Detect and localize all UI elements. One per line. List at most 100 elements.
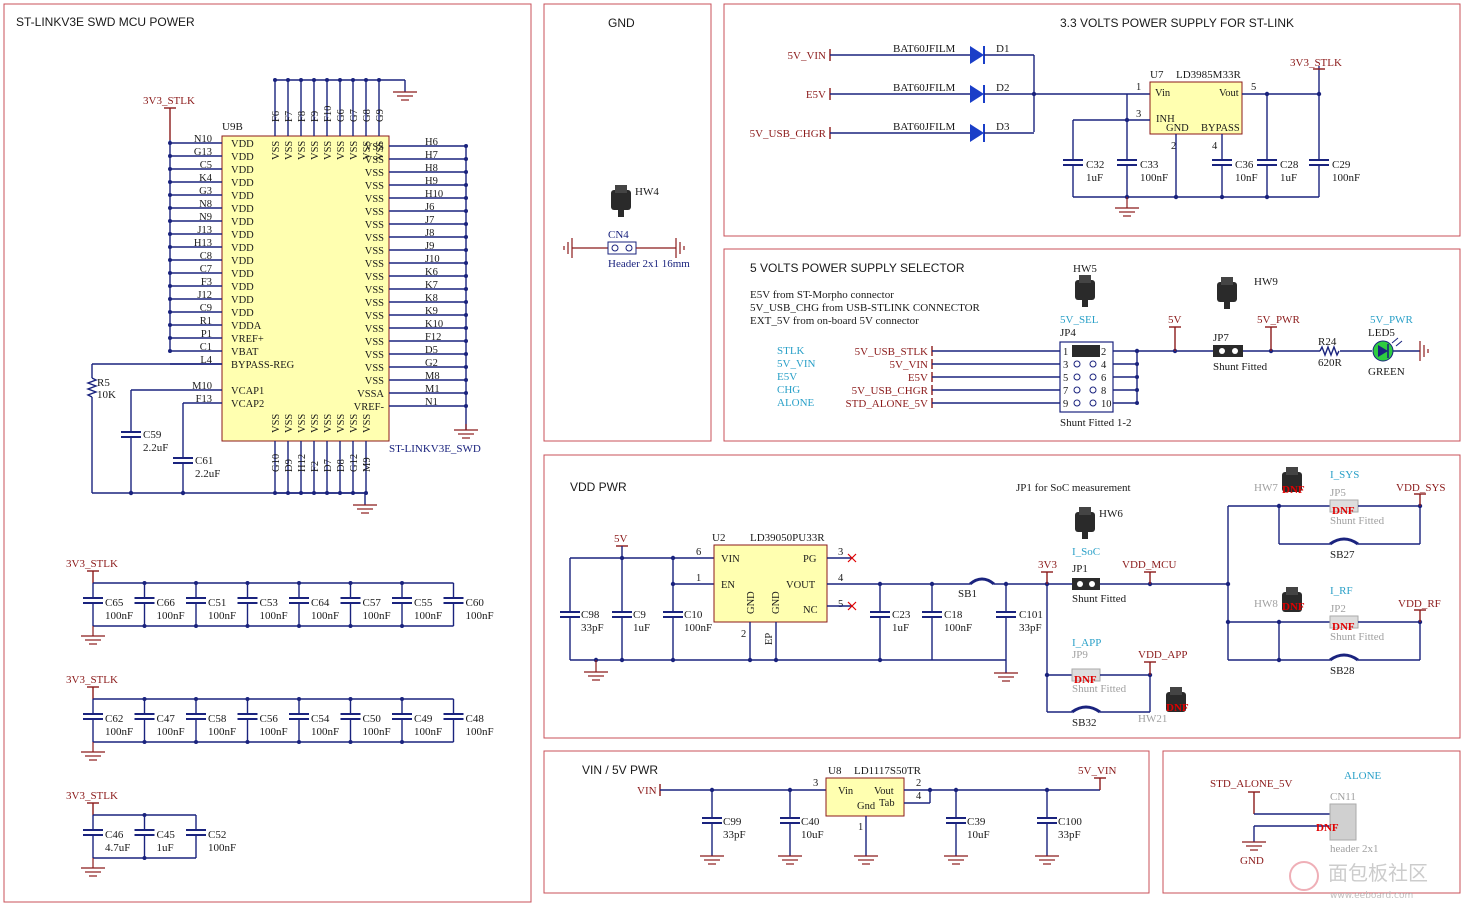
r5-ref: R5 xyxy=(97,377,110,389)
frame-5v-selector xyxy=(723,248,1461,442)
u9b-pin-name: VSS xyxy=(271,414,282,433)
u2-pin-ep: EP xyxy=(764,633,775,645)
cn11-desc: header 2x1 xyxy=(1330,843,1379,855)
cap-val: 100nF xyxy=(208,610,236,622)
u9b-pin-name: VREF- xyxy=(354,402,385,413)
cap-val: 100nF xyxy=(105,726,133,738)
u7-name: LD3985M33R xyxy=(1176,69,1241,81)
jp4-pin-num: 8 xyxy=(1101,386,1106,397)
u8-pin-vin: Vin xyxy=(838,786,854,797)
u2-pin-pg: PG xyxy=(803,554,817,565)
u9b-pin-name: VSS xyxy=(365,324,384,335)
u8-pin-tab: Tab xyxy=(879,798,895,809)
cap-val: 33pF xyxy=(1058,829,1081,841)
cap-val: 100nF xyxy=(260,610,288,622)
diode-input-net: 5V_USB_CHGR xyxy=(750,128,827,140)
u9b-pin-num: F6 xyxy=(271,111,282,122)
u9b-pin-name: VDD xyxy=(231,178,254,189)
cap-val: 100nF xyxy=(944,622,972,634)
net-vdd-mcu: VDD_MCU xyxy=(1122,559,1176,571)
u9b-pin-num: H7 xyxy=(425,150,438,161)
u9b-pin-name: VSS xyxy=(362,414,373,433)
cn4-ref: CN4 xyxy=(608,229,629,241)
net-3v3-stlk-decoup: 3V3_STLK xyxy=(66,558,118,570)
cn11-dnf: DNF xyxy=(1316,822,1339,834)
u7-body xyxy=(1149,81,1243,135)
u9b-pin-num: C9 xyxy=(200,303,212,314)
title-vin-5v-pwr: VIN / 5V PWR xyxy=(582,763,658,777)
u9b-pin-name: VSS xyxy=(310,414,321,433)
cap-ref: C55 xyxy=(414,597,433,609)
gnd-mcu-top xyxy=(393,91,417,101)
net-gnd-alone: GND xyxy=(1240,855,1264,867)
diode-ref: D2 xyxy=(996,82,1009,94)
u9b-pin-name: VSS xyxy=(365,298,384,309)
jp4-pin-num: 1 xyxy=(1063,347,1068,358)
u9b-pin-num: K7 xyxy=(425,280,438,291)
hw21-ref: HW21 xyxy=(1138,713,1167,725)
u9b-pin-name: VSS xyxy=(310,141,321,160)
sb28-bridge xyxy=(1329,653,1359,662)
jp4-pin-num: 2 xyxy=(1101,347,1106,358)
cap-val: 100nF xyxy=(208,726,236,738)
cap-val: 4.7uF xyxy=(105,842,130,854)
net-vdd-sys: VDD_SYS xyxy=(1396,482,1446,494)
u9b-pin-num: G10 xyxy=(271,454,282,472)
cap-val: 33pF xyxy=(581,622,604,634)
u9b-pin-name: VDD xyxy=(231,308,254,319)
i-soc: I_SoC xyxy=(1072,546,1100,558)
hw7-ref: HW7 xyxy=(1254,482,1278,494)
net-vdd-app: VDD_APP xyxy=(1138,649,1188,661)
cap-val: 1uF xyxy=(892,622,909,634)
net-3v3-stlk-decoup: 3V3_STLK xyxy=(66,674,118,686)
u9b-pin-num: R1 xyxy=(200,316,212,327)
frame-vdd-pwr xyxy=(543,454,1461,739)
u9b-pin-num: G3 xyxy=(199,186,212,197)
u9b-pin-num: F9 xyxy=(310,111,321,122)
c59-ref: C59 xyxy=(143,429,162,441)
u7-pin-inh: INH xyxy=(1156,114,1175,125)
u8-pin1: 1 xyxy=(858,822,863,833)
jp9-dnf: DNF xyxy=(1074,674,1097,686)
cap-ref: C52 xyxy=(208,829,226,841)
u2-pin-vin: VIN xyxy=(721,554,740,565)
u7-pin3: 3 xyxy=(1136,109,1141,120)
u9b-pin-num: L4 xyxy=(200,355,212,366)
u2-pin6: 6 xyxy=(696,547,701,558)
u2-name: LD39050PU33R xyxy=(750,532,825,544)
u9b-pin-num: G7 xyxy=(349,109,360,122)
diode-D2 xyxy=(970,85,984,103)
r5-resistor xyxy=(86,377,98,398)
cap-val: 1uF xyxy=(157,842,174,854)
diode-part: BAT60JFILM xyxy=(893,121,956,133)
alone-label: ALONE xyxy=(1344,770,1382,782)
cap-val: 100nF xyxy=(363,726,391,738)
u8-name: LD1117S50TR xyxy=(854,765,922,777)
u9b-pin-name: VREF+ xyxy=(231,334,264,345)
jp4-net: 5V_SEL xyxy=(1060,314,1099,326)
cap-val: 10uF xyxy=(801,829,824,841)
u8-pin4: 4 xyxy=(916,791,922,802)
u9b-pin-num: D5 xyxy=(425,345,438,356)
hw21-jumper-cap-icon xyxy=(1166,687,1186,712)
jp1-note: JP1 for SoC measurement xyxy=(1016,482,1131,494)
cap-ref: C18 xyxy=(944,609,963,621)
cap-ref: C57 xyxy=(363,597,382,609)
u2-pin-nc: NC xyxy=(803,605,818,616)
frame-mcu-power xyxy=(3,3,532,903)
cap-ref: C47 xyxy=(157,713,176,725)
r24-ref: R24 xyxy=(1318,336,1337,348)
jp1-jumper xyxy=(1072,578,1100,590)
i-sys: I_SYS xyxy=(1330,469,1359,481)
sb1-ref: SB1 xyxy=(958,588,977,600)
cap-val: 100nF xyxy=(414,610,442,622)
jp1-desc: Shunt Fitted xyxy=(1072,593,1127,605)
jp4-pin-num: 5 xyxy=(1063,373,1068,384)
hw4-jumper-cap-icon xyxy=(611,185,631,217)
cap-val: 100nF xyxy=(208,842,236,854)
u9b-pin-num: G12 xyxy=(349,454,360,472)
cap-ref: C46 xyxy=(105,829,124,841)
hw5-ref: HW5 xyxy=(1073,263,1097,275)
